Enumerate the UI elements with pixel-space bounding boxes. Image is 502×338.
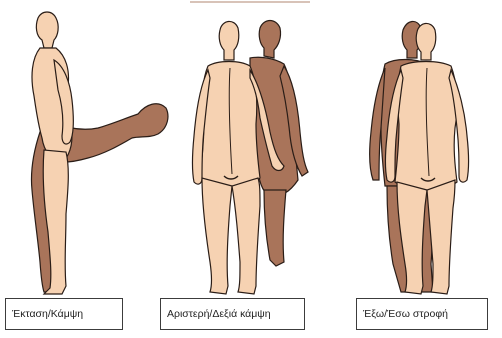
- label-rotation: Έξω/Έσω στροφή: [356, 298, 488, 330]
- extension-flexion-figure: [0, 0, 175, 300]
- lateral-flexion-figure: [180, 0, 315, 300]
- rotation-figure: [355, 0, 502, 300]
- label-lateral-flexion: Αριστερή/Δεξιά κάμψη: [160, 298, 305, 330]
- label-extension-flexion: Έκταση/Κάμψη: [5, 298, 123, 330]
